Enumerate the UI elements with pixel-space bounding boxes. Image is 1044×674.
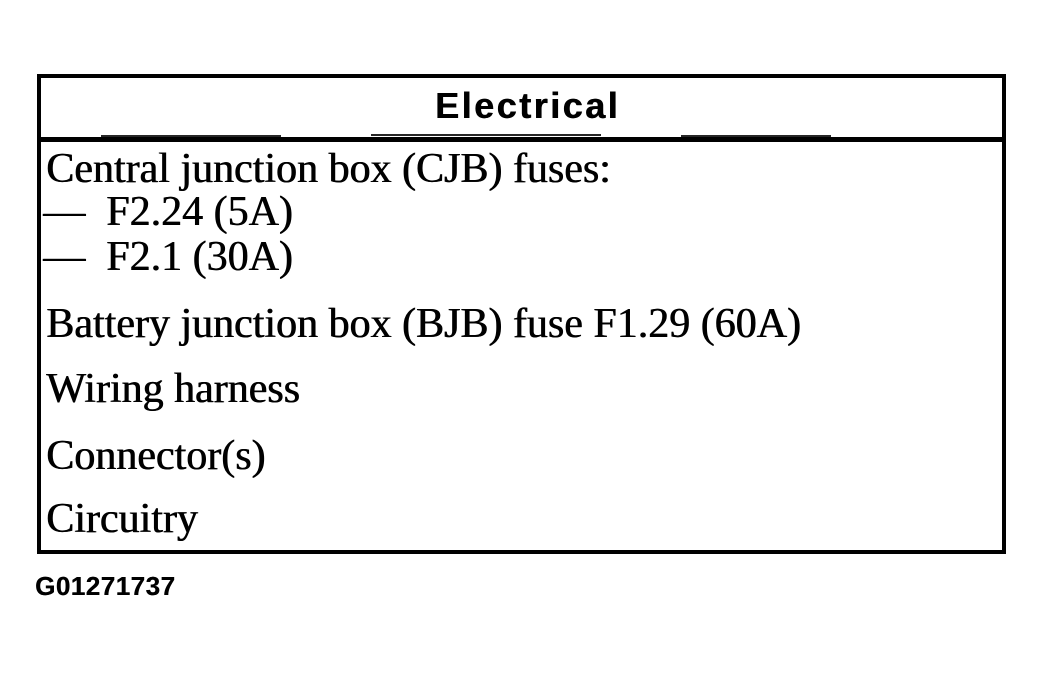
table-row-bjb-fuse: Battery junction box (BJB) fuse F1.29 (6… [46,301,801,347]
electrical-spec-table: Electrical Central junction box (CJB) fu… [37,74,1006,554]
scan-artifact [101,135,281,137]
figure-id-label: G01271737 [35,571,176,601]
table-row-fuse-f2-1: — F2.1 (30A) [43,234,293,280]
scan-artifact [371,134,601,136]
table-row-wiring-harness: Wiring harness [46,366,300,412]
table-row-connectors: Connector(s) [46,433,266,479]
table-row-circuitry: Circuitry [46,496,198,542]
table-row-cjb-fuses: Central junction box (CJB) fuses: [46,146,611,192]
table-title: Electrical [434,84,621,126]
table-row-fuse-f2-24: — F2.24 (5A) [43,189,293,235]
table-header: Electrical [41,78,1002,142]
scan-artifact [681,135,831,137]
